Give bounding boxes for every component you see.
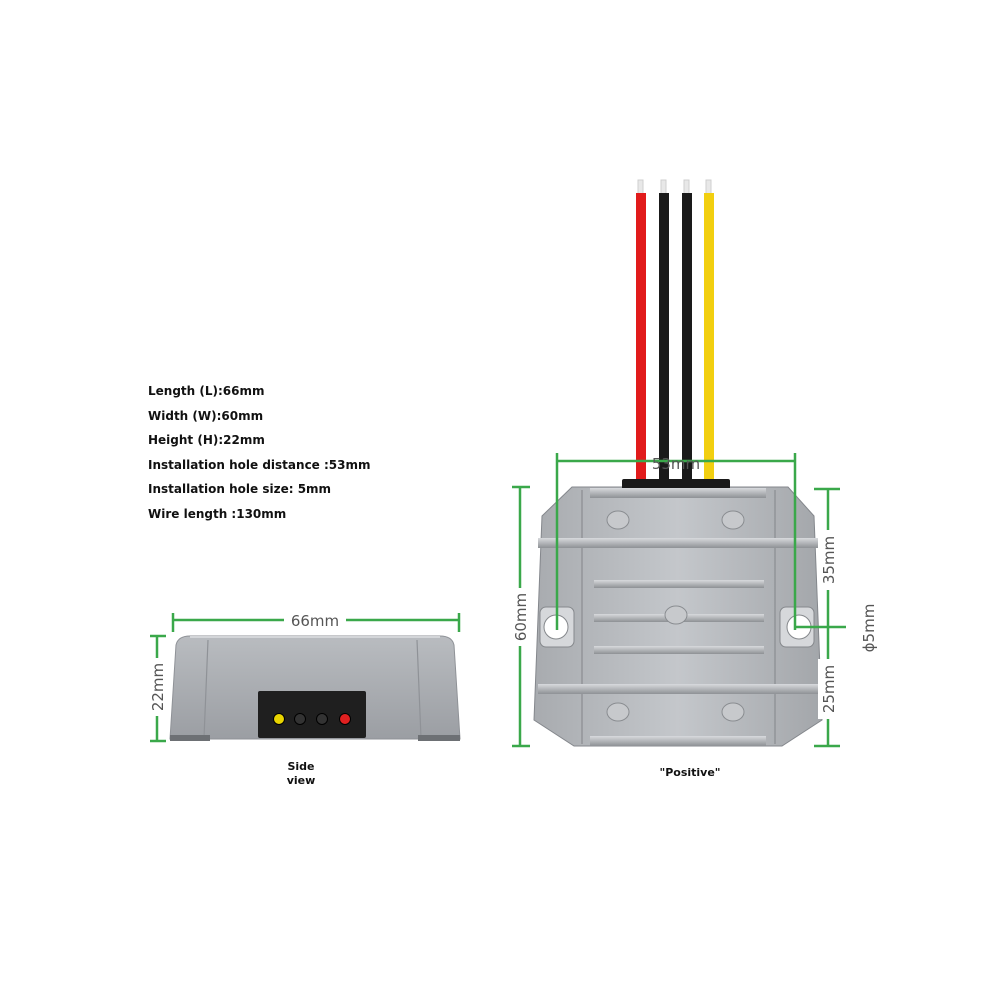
wire-tip <box>660 179 667 195</box>
fin <box>538 538 818 548</box>
hole-size-label: ϕ5mm <box>860 604 878 653</box>
fin <box>594 580 764 588</box>
spec-length: Length (L):66mm <box>148 384 265 398</box>
spec-hole-size: Installation hole size: 5mm <box>148 482 332 496</box>
spec-height: Height (H):22mm <box>148 433 265 447</box>
front-view: 53mm 60mm 35mm 25mm ϕ5mm <box>510 179 878 748</box>
wire-grommet <box>622 479 730 490</box>
top-offset-label-bg <box>818 530 838 590</box>
indicator-yellow-dot <box>273 713 285 725</box>
bottom-offset-label: 25mm <box>820 665 838 713</box>
width-label: 60mm <box>512 593 530 641</box>
wire-tip <box>705 179 712 195</box>
side-view: 66mm 22mm <box>147 610 461 743</box>
wire-black <box>682 193 692 483</box>
side-shoulder-right <box>416 639 422 739</box>
spec-hole-distance: Installation hole distance :53mm <box>148 457 371 472</box>
hole-distance-label: 53mm <box>652 455 700 473</box>
side-height-label-bg <box>147 658 167 716</box>
wire-bundle <box>636 179 714 483</box>
side-view-caption: Side view <box>266 760 336 788</box>
fin <box>590 736 766 746</box>
side-length-label: 66mm <box>291 612 339 630</box>
side-foot-right <box>418 735 460 741</box>
wire-tip <box>683 179 690 195</box>
wire-black <box>659 193 669 483</box>
side-height-label: 22mm <box>149 663 167 711</box>
top-offset-label: 35mm <box>820 536 838 584</box>
indicator-red-dot <box>339 713 351 725</box>
front-view-caption: "Positive" <box>659 766 721 779</box>
specs-list: Length (L):66mm Width (W):60mm Height (H… <box>148 382 371 529</box>
indicator-black-dot <box>316 713 328 725</box>
wire-red <box>636 193 646 483</box>
spec-width: Width (W):60mm <box>148 408 264 423</box>
indicator-black-dot <box>294 713 306 725</box>
side-caption-line1: Side <box>287 760 315 773</box>
fin <box>590 488 766 498</box>
side-foot-left <box>170 735 210 741</box>
fin <box>594 646 764 654</box>
side-caption-line2: view <box>286 774 316 787</box>
bottom-offset-label-bg <box>818 659 838 719</box>
fin <box>538 684 818 694</box>
wire-yellow <box>704 193 714 483</box>
hole-distance-dimension <box>555 453 797 630</box>
side-shoulder-left <box>203 639 209 739</box>
width-label-bg <box>510 588 530 646</box>
side-length-label-bg <box>284 610 346 630</box>
housing-bumps <box>606 510 745 722</box>
spec-wire-length: Wire length :130mm <box>148 506 287 521</box>
wire-tip <box>637 179 644 195</box>
indicator-panel <box>258 691 366 738</box>
